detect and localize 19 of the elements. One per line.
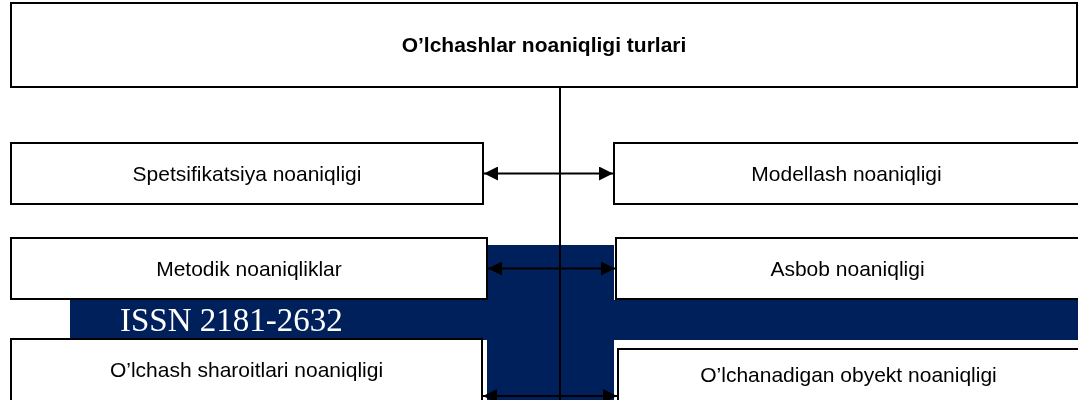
category-box	[10, 142, 484, 205]
connector-line	[559, 87, 561, 400]
box-label: O’lchash sharoitlari noaniqligi	[109, 358, 384, 382]
category-box	[617, 348, 1078, 400]
box-label: O’lchashlar noaniqligi turlari	[401, 33, 687, 57]
double-arrow	[487, 261, 616, 276]
box-label: Spetsifikatsiya noaniqligi	[132, 161, 362, 186]
category-box	[10, 338, 483, 400]
box-label: Asbob noaniqligi	[770, 256, 925, 281]
title-box	[10, 2, 1078, 88]
category-box	[10, 237, 488, 300]
box-label: Modellash noaniqligi	[751, 161, 942, 186]
box-label: Metodik noaniqliklar	[156, 256, 342, 281]
category-box	[613, 142, 1078, 205]
double-arrow	[482, 389, 618, 400]
double-arrow	[483, 166, 614, 181]
issn-text: ISSN 2181-2632	[120, 304, 343, 337]
category-box	[615, 237, 1078, 300]
box-label: O’lchanadigan obyekt noaniqligi	[700, 363, 997, 387]
